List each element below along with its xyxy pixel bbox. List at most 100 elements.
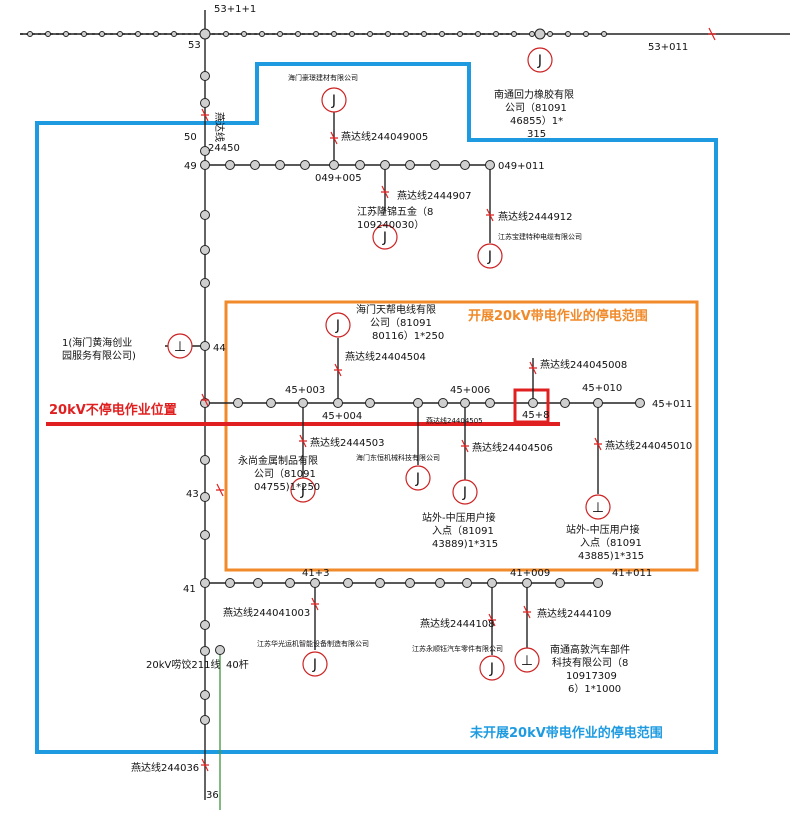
transformer-top-right[interactable]: J [527,47,553,73]
customer-jiangsu-baojian: 江苏宝建特种电缆有限公司 [498,232,582,241]
line-label-244049005: 燕达线244049005 [341,130,428,143]
customer-dongheng: 海门东恒机械科技有限公司 [356,453,440,462]
pole-label-45-006: 45+006 [450,385,490,396]
pole-marker [45,31,51,37]
customer-yongshang-1: 永尚金属制品有限 [238,454,318,467]
transformer-zhanwai-1[interactable]: J [452,479,478,505]
blue-area-caption: 未开展20kV带电作业的停电范围 [469,725,663,741]
pole-marker [295,31,301,37]
switch-marker [488,613,496,627]
pole-label-24450: 24450 [208,143,240,154]
customer-zhanwai-1-2: 入点（81091 [432,525,494,537]
transformer-tianbang[interactable]: J [325,312,351,338]
customer-zhanwai-2-1: 站外-中压用户接 [566,523,640,536]
orange-area-caption: 开展20kV带电作业的停电范围 [468,308,648,324]
pole-label-41-011: 41+011 [612,568,652,579]
transformer-symbol: J [537,53,542,69]
line-label-2444108: 燕达线2444108 [420,617,495,630]
transformer-symbol: J [487,249,492,265]
pole-marker [313,31,319,37]
transformer-yongshun[interactable]: J [479,655,505,681]
transformer-symbol: J [312,657,317,673]
customer-nantong-huili-2: 公司（81091 [505,102,567,114]
switch-marker [201,108,209,122]
pole-marker [380,160,390,170]
pole-marker [200,160,210,170]
pole-marker [403,31,409,37]
pole-marker [233,398,243,408]
transformer-symbol: J [489,661,494,677]
pole-marker [200,646,210,656]
transformer-jiangsu-baojian[interactable]: J [477,243,503,269]
pole-label-49: 49 [184,161,197,172]
work-position-box [513,388,550,424]
pole-marker [601,31,607,37]
transformer-yongshang[interactable]: J [290,477,316,503]
line-label-2444503: 燕达线2444503 [310,436,385,449]
switch-marker [529,361,537,375]
pole-marker [460,398,470,408]
pole-marker [405,160,415,170]
customer-tianbang-3: 80116）1*250 [372,330,444,342]
transformer-huaguang[interactable]: J [302,651,328,677]
transformer-haimen-haomu[interactable]: J [321,87,347,113]
transformer-dongheng[interactable]: J [405,465,431,491]
pole-marker [259,31,265,37]
pole-marker [635,398,645,408]
work-position-caption: 20kV不停电作业位置 [49,402,177,418]
pole-marker [343,578,353,588]
pole-marker [266,398,276,408]
switch-marker [201,758,209,772]
customer-jiangsu-longjin-2: 109240030） [357,219,424,231]
pole-marker [421,31,427,37]
transformer-huanghai[interactable]: ⊥ [167,333,193,359]
transformer-symbol: J [462,485,467,501]
transformer-gaomin[interactable]: ⊥ [514,647,540,673]
customer-gaomin-1: 南通高敦汽车部件 [550,643,630,656]
pole-marker [529,31,535,37]
customer-zhanwai-1-1: 站外-中压用户接 [422,511,496,524]
customer-gaomin-4: 6）1*1000 [568,683,621,695]
pole-marker [438,398,448,408]
pole-marker [225,578,235,588]
pole-label-41-3: 41+3 [302,568,329,579]
pole-label-36: 36 [206,790,219,801]
transformer-symbol: J [415,471,420,487]
pole-label-049-011: 049+011 [498,161,545,172]
pole-marker [593,398,603,408]
switch-marker [523,605,531,619]
customer-haimen-huanghai-2: 园服务有限公司) [62,349,136,362]
pole-label-53-1: 53+1+1 [214,4,256,15]
switch-marker [334,363,342,377]
pole-marker [493,31,499,37]
pole-label-40: 40杆 [226,659,249,671]
pole-marker [277,31,283,37]
grounded-symbol: ⊥ [174,339,186,355]
pole-marker [225,160,235,170]
pole-marker [583,31,589,37]
switch-marker [708,27,716,41]
transformer-symbol: J [331,93,336,109]
customer-yongshang-3: 04755)1*250 [254,482,320,493]
pole-marker [457,31,463,37]
pole-marker [298,398,308,408]
line-label-2444109: 燕达线2444109 [537,607,612,620]
pole-marker [367,31,373,37]
customer-jiangsu-longjin-1: 江苏隆锦五金（8 [357,205,433,218]
transformer-jiangsu-longjin[interactable]: J [372,224,398,250]
transformer-zhanwai-2[interactable]: ⊥ [585,494,611,520]
pole-label-45-003: 45+003 [285,385,325,396]
pole-marker [593,578,603,588]
pole-marker [200,690,210,700]
line-label-24404506: 燕达线24404506 [472,441,553,454]
customer-nantong-huili-1: 南通回力橡胶有限 [494,88,574,101]
pole-marker [333,398,343,408]
pole-label-45-010: 45+010 [582,383,622,394]
pole-marker [253,578,263,588]
customer-zhanwai-2-2: 入点（81091 [580,537,642,549]
pole-marker [534,28,546,40]
pole-marker [27,31,33,37]
blue-outage-area-border [35,62,718,754]
